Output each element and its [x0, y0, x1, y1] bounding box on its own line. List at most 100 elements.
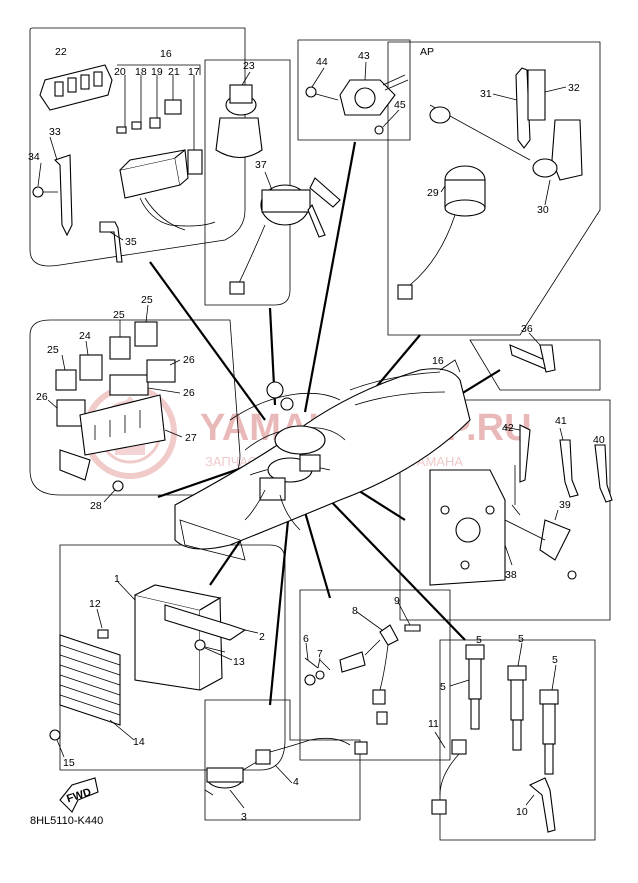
- callout-17: 17: [188, 66, 200, 78]
- ignition-coil-group: [431, 642, 559, 833]
- callout-25c: 25: [141, 294, 153, 306]
- callout-10: 10: [516, 806, 528, 818]
- plate-32: [527, 69, 546, 121]
- fuse-21: [164, 99, 182, 115]
- callout-44: 44: [316, 56, 328, 68]
- relay-25b: [109, 336, 131, 360]
- callout-29: 29: [427, 187, 439, 199]
- callout-7: 7: [317, 648, 323, 660]
- regulator-14: [59, 634, 121, 726]
- clamp-33: [53, 154, 73, 237]
- relay-26c: [146, 359, 176, 383]
- bracket-27: [79, 394, 166, 456]
- callout-33: 33: [49, 126, 61, 138]
- callout-25b: 25: [113, 309, 125, 321]
- diagram-code: 8HL5110-K440: [30, 815, 103, 827]
- callout-26b: 26: [183, 354, 195, 366]
- callout-36: 36: [521, 323, 533, 335]
- relay-group: [47, 304, 183, 503]
- fuse-19: [149, 117, 161, 129]
- fuse-20: [116, 126, 127, 134]
- callout-5b: 5: [476, 634, 482, 646]
- callout-20: 20: [114, 66, 126, 78]
- callout-39: 39: [559, 499, 571, 511]
- lead-4: [255, 749, 271, 765]
- sender-group: [204, 737, 368, 809]
- switch-group-43: [305, 61, 409, 135]
- lead-11: [431, 739, 467, 815]
- callout-35: 35: [125, 236, 137, 248]
- callout-40: 40: [593, 434, 605, 446]
- oring-7: [315, 670, 325, 680]
- callout-25a: 25: [47, 344, 59, 356]
- tie-40: [594, 444, 613, 503]
- callout-18: 18: [135, 66, 147, 78]
- callout-34: 34: [28, 151, 40, 163]
- callout-1: 1: [114, 573, 120, 585]
- control-unit-group: [49, 581, 259, 758]
- switch-group-37: [215, 71, 341, 295]
- callout-32: 32: [568, 82, 580, 94]
- bolt-34: [32, 186, 58, 198]
- bolt-44: [305, 86, 339, 101]
- tie-41: [559, 439, 579, 498]
- fuse-box-group: [32, 64, 216, 263]
- cap-23: [215, 84, 263, 159]
- coil-5b: [507, 665, 527, 751]
- clamp-35: [99, 221, 123, 263]
- callout-38: 38: [505, 569, 517, 581]
- callout-14: 14: [133, 736, 145, 748]
- bolt-13: [194, 639, 206, 651]
- callout-24: 24: [79, 330, 91, 342]
- callout-16b: 16: [432, 355, 444, 367]
- callout-23: 23: [243, 60, 255, 72]
- oring-6: [304, 674, 316, 686]
- callout-labels: 1 2 3 4 5 5 5 5 6 7 8 9 10 11 12 13 14 1…: [28, 46, 605, 823]
- sensor-8: [379, 624, 399, 646]
- bracket-30: [429, 104, 583, 181]
- clamp-10: [528, 777, 556, 833]
- sensor-43: [339, 74, 409, 116]
- callout-9: 9: [394, 595, 400, 607]
- band-2: [164, 604, 247, 641]
- callout-31: 31: [480, 88, 492, 100]
- callout-13: 13: [233, 656, 245, 668]
- callout-4: 4: [293, 776, 299, 788]
- washer-45: [374, 125, 384, 135]
- callout-41: 41: [555, 415, 567, 427]
- callout-5d: 5: [552, 654, 558, 666]
- callout-8: 8: [352, 605, 358, 617]
- start-switch-37: [229, 177, 341, 295]
- socket-29: [397, 165, 486, 300]
- group-outlines: [29, 27, 611, 841]
- ap-label: AP: [420, 46, 434, 58]
- coil-5a: [465, 644, 485, 730]
- callout-5a: 5: [440, 681, 446, 693]
- cover-22: [39, 64, 113, 111]
- callout-26c: 26: [183, 387, 195, 399]
- fuse-18: [131, 121, 142, 130]
- callout-22: 22: [55, 46, 67, 58]
- callout-5c: 5: [518, 633, 524, 645]
- bolt-9: [404, 624, 421, 632]
- sensor-group-8: [304, 601, 421, 725]
- callout-2: 2: [259, 631, 265, 643]
- callout-3: 3: [241, 811, 247, 823]
- bolt-28: [112, 480, 124, 492]
- callout-28: 28: [90, 500, 102, 512]
- bracket-group-38: [429, 424, 613, 586]
- connector-17: [187, 149, 203, 175]
- bracket-39: [539, 519, 571, 561]
- fwd-arrow: FWD: [59, 777, 99, 813]
- callout-16a: 16: [160, 48, 172, 60]
- relay-26b: [109, 374, 149, 396]
- holder-12: [97, 629, 109, 639]
- callout-12: 12: [89, 598, 101, 610]
- ap-group: [397, 67, 583, 300]
- tie-31: [515, 67, 531, 149]
- callout-27: 27: [185, 432, 197, 444]
- callout-11: 11: [428, 718, 439, 730]
- fuse-box-16: [119, 148, 216, 231]
- callout-19: 19: [151, 66, 163, 78]
